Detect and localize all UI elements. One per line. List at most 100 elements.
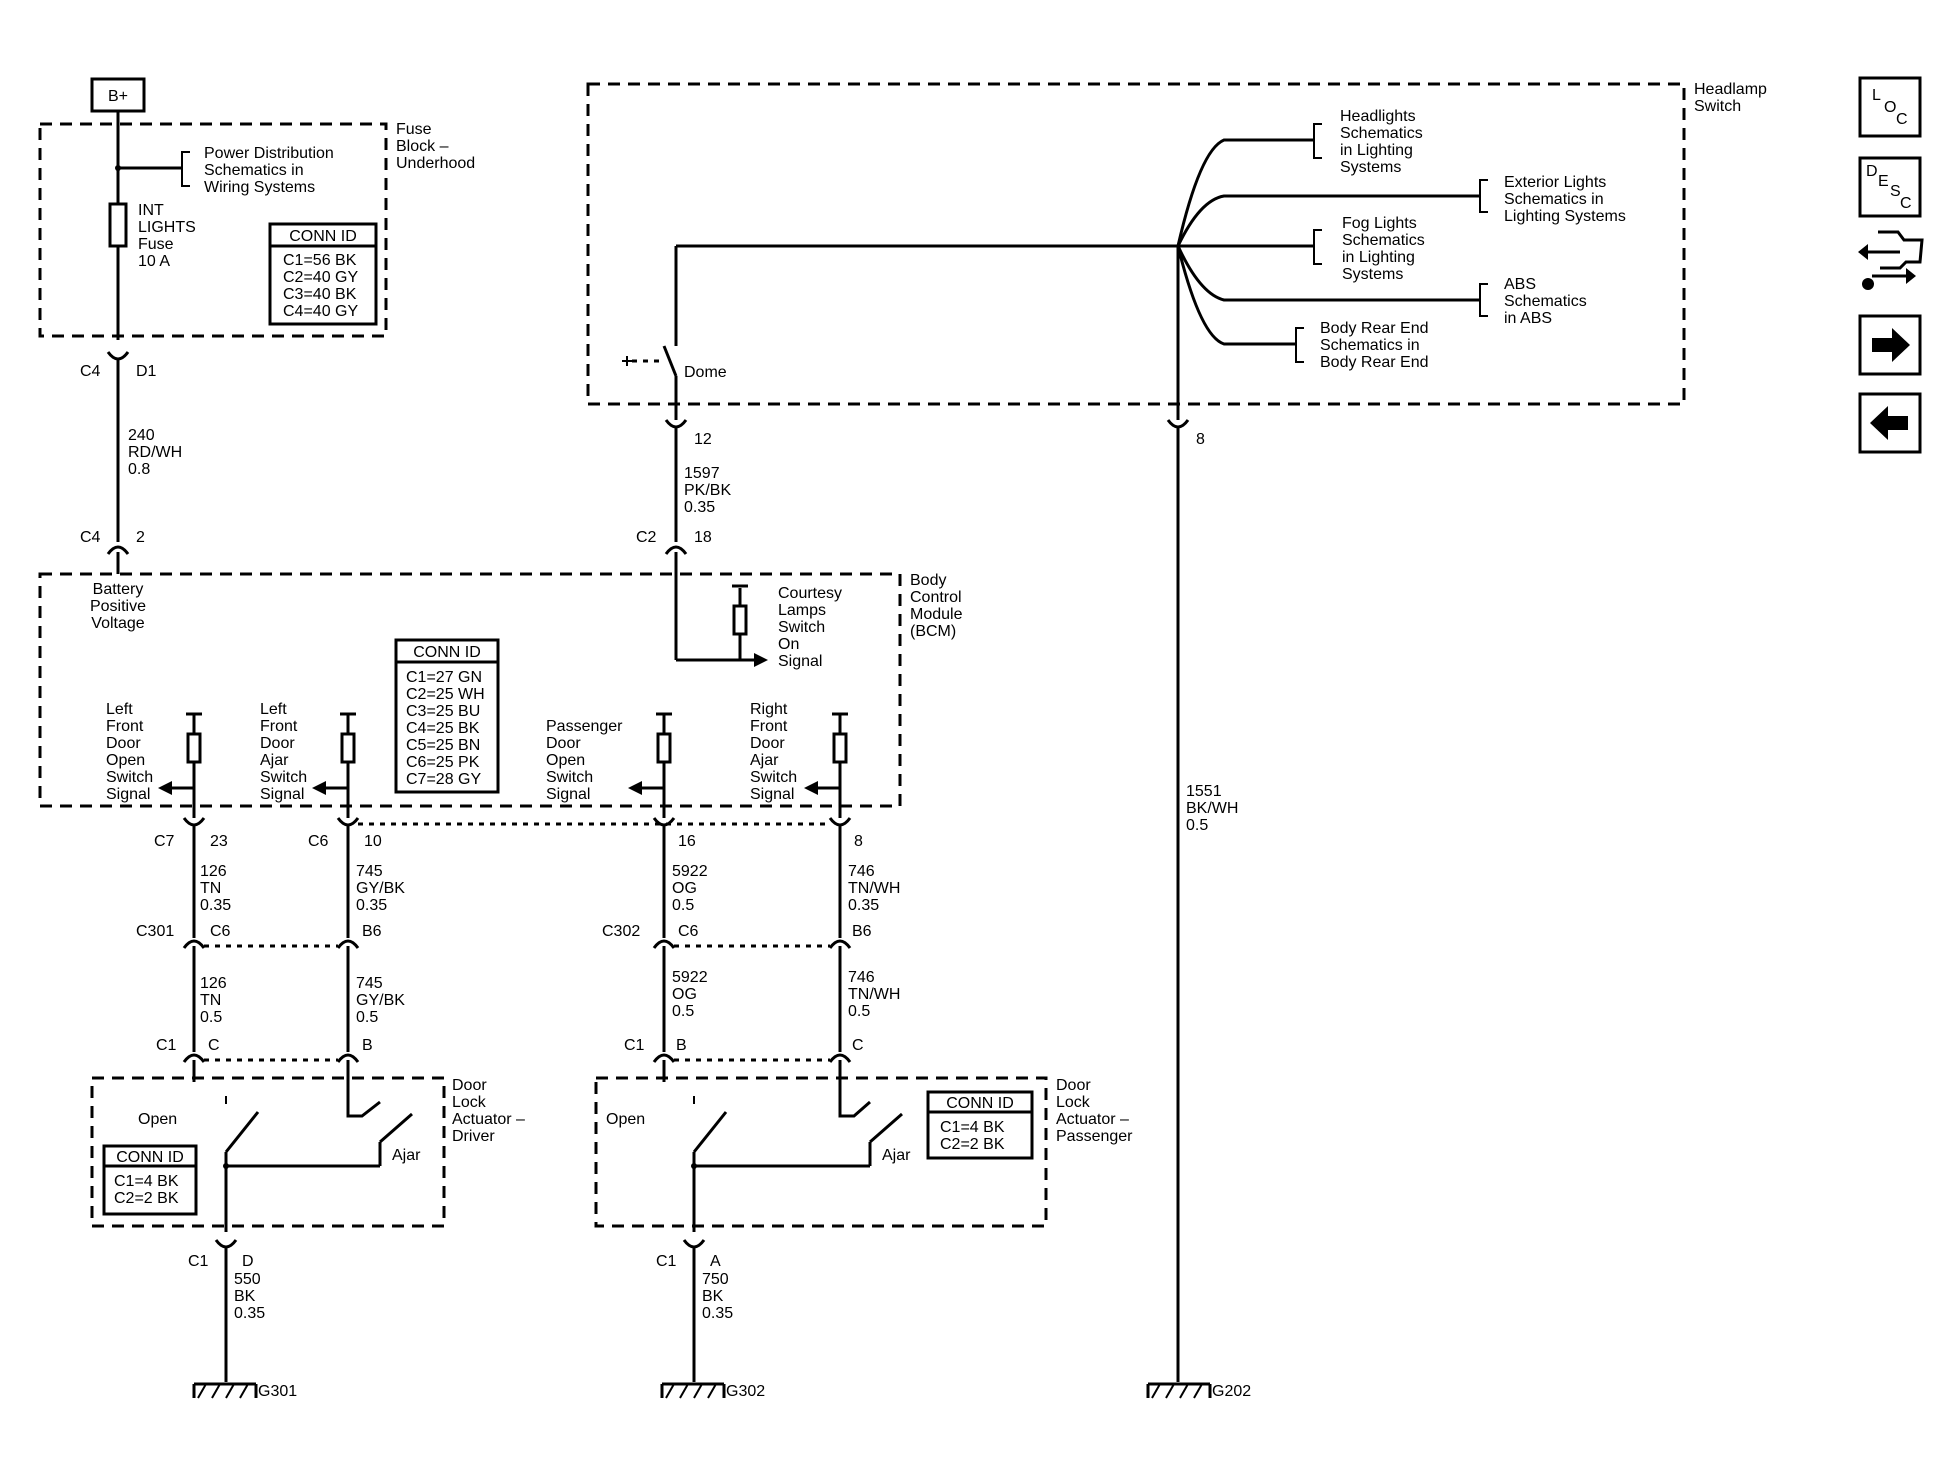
connector-pin-label: 23	[210, 833, 228, 850]
exterior-ref-label: Exterior Lights Schematics in Lighting S…	[1504, 174, 1626, 225]
body-rear-ref-bracket	[1295, 327, 1304, 363]
svg-text:Schematics: Schematics	[1340, 125, 1423, 142]
svg-text:746: 746	[848, 969, 875, 986]
wire-745-label: 745 GY/BK 0.35	[356, 863, 405, 914]
svg-text:Signal: Signal	[546, 786, 590, 803]
svg-text:0.5: 0.5	[1186, 817, 1208, 834]
lf-ajar-signal-circuit	[312, 712, 356, 818]
connector-c4-2	[106, 545, 130, 555]
connector-pin-label: 8	[1196, 431, 1205, 448]
svg-text:Left: Left	[106, 701, 133, 718]
svg-text:Signal: Signal	[260, 786, 304, 803]
svg-text:10 A: 10 A	[138, 253, 170, 270]
svg-text:Underhood: Underhood	[396, 155, 475, 172]
exterior-ref-bracket	[1479, 179, 1488, 213]
next-page-button[interactable]	[1858, 314, 1922, 376]
int-lights-fuse-label: INT LIGHTS Fuse 10 A	[138, 202, 196, 270]
fog-ref-bracket	[1313, 229, 1322, 265]
svg-text:0.5: 0.5	[672, 897, 694, 914]
connector-label: C6	[308, 833, 329, 850]
loc-button[interactable]: L O C	[1858, 76, 1922, 138]
svg-text:Signal: Signal	[778, 653, 822, 670]
connector-pin-label: C	[208, 1037, 220, 1054]
connector-pin-label: 16	[678, 833, 696, 850]
connector-pin-label: D1	[136, 363, 157, 380]
svg-text:0.35: 0.35	[200, 897, 231, 914]
connector-pin-label: B6	[852, 923, 872, 940]
pass-actuator-conn-id-table: CONN ID C1=4 BK C2=2 BK	[926, 1090, 1034, 1160]
bcm-output-connectors	[182, 817, 852, 827]
svg-text:Systems: Systems	[1340, 159, 1401, 176]
svg-text:S: S	[1890, 183, 1901, 200]
headlamp-switch-boundary	[586, 82, 1686, 406]
abs-ref-bracket	[1479, 283, 1488, 317]
connector-pin-label: C	[852, 1037, 864, 1054]
pass-actuator-title: Door Lock Actuator – Passenger	[1056, 1077, 1133, 1145]
wire-5922-label: 5922 OG 0.5	[672, 969, 708, 1020]
svg-text:in Lighting: in Lighting	[1340, 142, 1413, 159]
svg-text:746: 746	[848, 863, 875, 880]
connector-swap-icon[interactable]	[1858, 230, 1924, 290]
wire-126-label: 126 TN 0.35	[200, 863, 231, 914]
ground-g202-icon	[1146, 1382, 1212, 1399]
connector-c301	[182, 939, 360, 949]
connector-pin-label: 10	[364, 833, 382, 850]
svg-text:240: 240	[128, 427, 155, 444]
fuse-block-boundary	[38, 122, 388, 338]
svg-text:Fuse: Fuse	[138, 236, 174, 253]
fuse-block-title: Fuse Block – Underhood	[396, 121, 475, 172]
bcm-boundary	[38, 572, 902, 808]
svg-text:Switch: Switch	[778, 619, 825, 636]
svg-text:Switch: Switch	[546, 769, 593, 786]
svg-text:Switch: Switch	[106, 769, 153, 786]
connector-pass-actuator-c1	[652, 1053, 852, 1063]
courtesy-signal-label: Courtesy Lamps Switch On Signal	[778, 585, 842, 670]
svg-text:Exterior Lights: Exterior Lights	[1504, 174, 1606, 191]
prev-page-button[interactable]	[1858, 392, 1922, 454]
svg-text:Signal: Signal	[106, 786, 150, 803]
svg-text:C: C	[1900, 195, 1912, 212]
svg-text:TN/WH: TN/WH	[848, 880, 900, 897]
svg-text:Door: Door	[260, 735, 295, 752]
svg-text:1597: 1597	[684, 465, 720, 482]
svg-text:126: 126	[200, 975, 227, 992]
pds-ref-label: Power Distribution Schematics in Wiring …	[204, 145, 334, 196]
desc-button[interactable]: D E S C	[1858, 156, 1922, 218]
svg-text:Door: Door	[1056, 1077, 1091, 1094]
wire-headlights-ref	[1176, 138, 1314, 247]
svg-text:C5=25 BN: C5=25 BN	[406, 737, 480, 754]
svg-text:Schematics: Schematics	[1342, 232, 1425, 249]
connector-label: C2	[636, 529, 657, 546]
wire-746-label: 746 TN/WH 0.5	[848, 969, 900, 1020]
svg-text:Open: Open	[106, 752, 145, 769]
svg-text:Lock: Lock	[452, 1094, 487, 1111]
battery-positive-voltage-label: Battery Positive Voltage	[90, 581, 146, 632]
svg-text:C2=40 GY: C2=40 GY	[283, 269, 358, 286]
svg-text:Front: Front	[260, 718, 298, 735]
driver-actuator-title: Door Lock Actuator – Driver	[452, 1077, 525, 1145]
svg-text:C6=25 PK: C6=25 PK	[406, 754, 480, 771]
svg-text:Signal: Signal	[750, 786, 794, 803]
svg-text:Open: Open	[546, 752, 585, 769]
connector-8-headlamp	[1166, 419, 1190, 429]
svg-text:CONN ID: CONN ID	[289, 228, 357, 245]
svg-text:LIGHTS: LIGHTS	[138, 219, 196, 236]
dome-switch-label: Dome	[684, 364, 727, 381]
svg-text:Body Rear End: Body Rear End	[1320, 354, 1429, 371]
pass-open-signal-label: Passenger Door Open Switch Signal	[546, 718, 623, 803]
svg-text:Voltage: Voltage	[91, 615, 144, 632]
svg-text:TN: TN	[200, 880, 221, 897]
svg-text:OG: OG	[672, 986, 697, 1003]
lf-open-signal-label: Left Front Door Open Switch Signal	[106, 701, 153, 803]
pds-ref-bracket	[181, 151, 190, 187]
connector-label: C1	[156, 1037, 177, 1054]
svg-text:0.5: 0.5	[672, 1003, 694, 1020]
connector-label: C1	[188, 1253, 209, 1270]
fuse-block-conn-id-table: CONN ID C1=56 BK C2=40 GY C3=40 BK C4=40…	[268, 222, 378, 326]
ground-g302-icon	[660, 1382, 726, 1399]
svg-text:0.5: 0.5	[356, 1009, 378, 1026]
wire-240-label: 240 RD/WH 0.8	[128, 427, 182, 478]
lf-open-signal-circuit	[158, 712, 202, 818]
fog-ref-label: Fog Lights Schematics in Lighting System…	[1342, 215, 1425, 283]
